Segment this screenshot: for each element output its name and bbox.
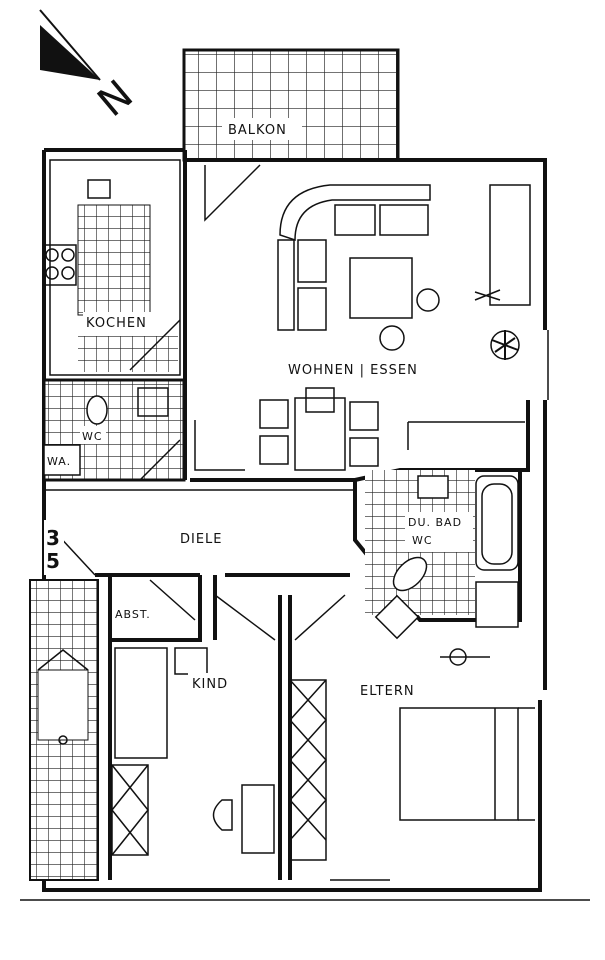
balcony: BALKON	[182, 48, 400, 162]
stairs-number-bottom: 5	[46, 549, 60, 573]
bathroom: DU. BAD WC	[353, 470, 522, 640]
toilet-icon	[86, 395, 108, 425]
room-label-du-bad-wc: WC	[412, 534, 433, 547]
washbasin-icon	[417, 475, 449, 499]
compass: N	[39, 9, 142, 126]
room-label-kind: KIND	[192, 677, 228, 692]
dining-table-icon	[259, 387, 379, 471]
nightstand-icon	[174, 647, 208, 675]
outer-walls	[20, 148, 590, 901]
wardrobe-icon	[111, 764, 149, 856]
stairs-number-top: 3	[46, 526, 60, 550]
living-dining-room: WOHNEN | ESSEN	[183, 160, 531, 482]
parents-room: ELTERN	[288, 594, 535, 881]
toilet-icon	[392, 556, 428, 592]
wc-room: WC WA.	[42, 378, 186, 482]
room-label-kochen: KOCHEN	[86, 316, 147, 331]
stove-icon	[43, 244, 77, 286]
shower-icon	[475, 581, 519, 628]
wardrobe-icon	[288, 679, 328, 861]
room-label-balkon: BALKON	[228, 123, 287, 138]
cabinet-icon	[489, 184, 531, 306]
hall: DIELE 3 5	[43, 489, 355, 577]
coffee-table-icon	[349, 257, 413, 319]
armchair-icon	[416, 288, 440, 312]
room-label-wohnen-essen: WOHNEN | ESSEN	[288, 363, 418, 378]
room-label-wc: WC	[82, 430, 103, 443]
room-label-wa: WA.	[47, 455, 71, 468]
bathtub-icon	[475, 475, 519, 571]
kitchen: KOCHEN	[43, 159, 181, 376]
storage-room: ABST.	[108, 575, 202, 880]
north-arrow-icon	[40, 25, 100, 80]
double-bed-icon	[399, 707, 535, 821]
washbasin-icon	[137, 387, 169, 417]
plant-icon	[490, 330, 520, 360]
sink-icon	[87, 179, 111, 199]
kid-room: KIND	[111, 575, 282, 880]
room-label-du-bad: DU. BAD	[408, 516, 462, 529]
staircase	[29, 579, 99, 881]
chair-icon	[212, 799, 233, 831]
bed-icon	[114, 647, 168, 759]
room-label-eltern: ELTERN	[360, 684, 415, 699]
room-label-abst: ABST.	[115, 608, 151, 621]
room-label-diele: DIELE	[180, 532, 223, 547]
compass-letter: N	[89, 72, 141, 126]
bidet-icon	[374, 594, 420, 640]
sofa-icon	[277, 184, 431, 331]
armchair-icon	[379, 325, 405, 351]
desk-icon	[241, 784, 275, 854]
